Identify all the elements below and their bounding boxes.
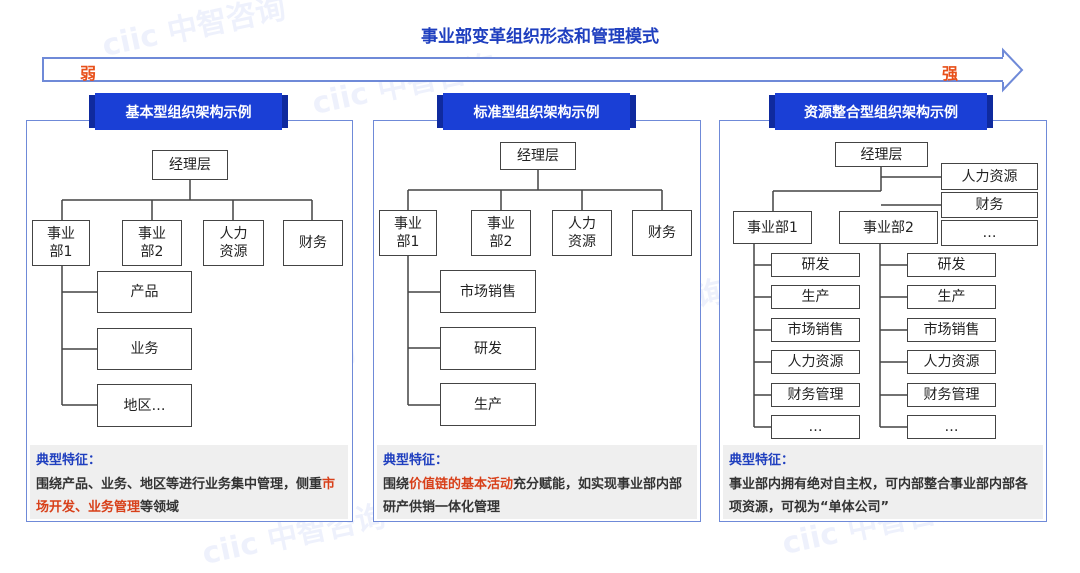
- org-node-manager: 经理层: [500, 142, 576, 170]
- org-node-side: 财务: [941, 192, 1038, 218]
- org-node-unit: 事业部1: [733, 211, 812, 244]
- org-node-sub: …: [907, 415, 996, 439]
- feature-text: 充分赋能，如实现事业部内部研产供销一体化管理: [383, 477, 683, 515]
- feature-title: 典型特征：: [36, 453, 102, 468]
- feature-highlight: 市场开发、业务管理: [36, 477, 336, 515]
- feature-text: 围绕产品、业务、地区等进行业务集中管理，侧重: [36, 477, 323, 492]
- org-node-sub: 人力资源: [907, 350, 996, 374]
- weak-label: 弱: [80, 64, 97, 83]
- org-node-sub: 业务: [97, 328, 192, 370]
- feature-title: 典型特征：: [383, 453, 449, 468]
- panel-standard-header: 标准型组织架构示例: [443, 93, 630, 130]
- org-node-unit: 财务: [283, 220, 343, 266]
- org-node-side: …: [941, 220, 1038, 246]
- org-node-sub: …: [771, 415, 860, 439]
- org-node-unit: 事业部1: [379, 210, 437, 256]
- org-node-unit: 财务: [632, 210, 692, 256]
- feature-title: 典型特征：: [729, 453, 795, 468]
- org-node-side: 人力资源: [941, 163, 1038, 190]
- org-node-sub: 财务管理: [771, 383, 860, 407]
- org-node-sub: 生产: [771, 285, 860, 309]
- org-node-sub: 产品: [97, 271, 192, 313]
- org-node-sub: 生产: [440, 383, 536, 426]
- org-node-unit: 事业部2: [471, 210, 531, 256]
- org-node-sub: 市场销售: [907, 318, 996, 342]
- feature-text: 围绕: [383, 477, 410, 492]
- strong-label: 强: [942, 64, 959, 83]
- org-node-sub: 财务管理: [907, 383, 996, 407]
- org-node-unit: 事业部1: [32, 220, 90, 266]
- strength-arrow: [42, 57, 1004, 82]
- org-node-unit: 事业部2: [122, 220, 182, 266]
- org-node-sub: 研发: [907, 253, 996, 277]
- feature-box-basic: 典型特征： 围绕产品、业务、地区等进行业务集中管理，侧重市场开发、业务管理等领域: [30, 445, 348, 519]
- org-node-sub: 研发: [440, 327, 536, 370]
- org-node-unit: 人力资源: [203, 220, 264, 266]
- feature-box-integrated: 典型特征： 事业部内拥有绝对自主权，可内部整合事业部内部各项资源，可视为“单体公…: [723, 445, 1043, 519]
- org-node-sub: 地区…: [97, 384, 192, 427]
- feature-box-standard: 典型特征： 围绕价值链的基本活动充分赋能，如实现事业部内部研产供销一体化管理: [377, 445, 697, 519]
- org-node-sub: 生产: [907, 285, 996, 309]
- org-node-manager: 经理层: [152, 150, 228, 180]
- feature-highlight: 价值链的基本活动: [409, 477, 514, 492]
- org-node-unit: 事业部2: [839, 211, 938, 244]
- panel-integrated-header: 资源整合型组织架构示例: [775, 93, 987, 130]
- org-node-sub: 市场销售: [771, 318, 860, 342]
- org-node-manager: 经理层: [835, 142, 928, 167]
- org-node-unit: 人力资源: [552, 210, 612, 256]
- feature-text: 等领域: [140, 500, 180, 515]
- panel-basic-header: 基本型组织架构示例: [95, 93, 282, 130]
- org-node-sub: 市场销售: [440, 270, 536, 313]
- org-node-sub: 人力资源: [771, 350, 860, 374]
- page-title: 事业部变革组织形态和管理模式: [421, 27, 659, 47]
- org-node-sub: 研发: [771, 253, 860, 277]
- feature-text: 事业部内拥有绝对自主权，可内部整合事业部内部各项资源，可视为“单体公司”: [729, 477, 1029, 515]
